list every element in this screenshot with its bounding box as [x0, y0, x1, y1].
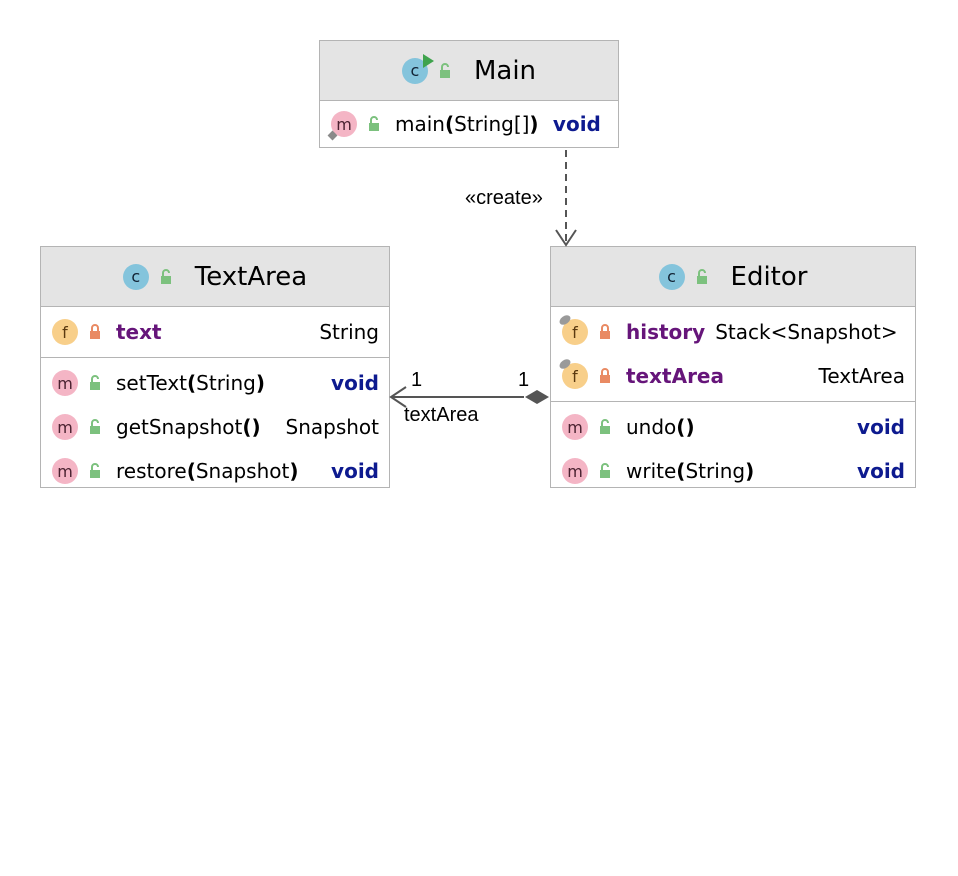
public-unlock-icon	[90, 419, 100, 434]
field-icon: f	[557, 313, 588, 345]
return-type: Snapshot	[285, 415, 380, 439]
class-header: c TextArea	[41, 247, 389, 307]
methods-section: m main(String[]) void	[320, 101, 618, 147]
method-name: getSnapshot	[116, 415, 243, 439]
composition-edge[interactable]	[389, 386, 549, 408]
method-name: setText	[116, 371, 188, 395]
field-signature: history Stack<Snapshot>	[626, 320, 905, 344]
method-row[interactable]: m write(String) void	[551, 449, 915, 493]
class-name: Main	[473, 55, 537, 86]
method-icon: m	[52, 370, 78, 396]
class-name: TextArea	[194, 261, 308, 292]
return-type: void	[857, 459, 905, 483]
multiplicity-target-label: 1	[411, 369, 423, 391]
field-name: text	[116, 320, 162, 344]
method-name: restore	[116, 459, 187, 483]
field-type: Stack<Snapshot>	[715, 320, 898, 344]
field-name: textArea	[626, 364, 724, 388]
fields-section: f history Stack<Snapshot> f textArea Text…	[551, 307, 915, 402]
method-row[interactable]: m getSnapshot() Snapshot	[41, 405, 389, 449]
create-stereotype-label: «create»	[465, 187, 543, 209]
private-lock-icon	[90, 324, 100, 339]
class-main[interactable]: c Main m main(String[]) void	[319, 40, 619, 148]
method-signature: undo()	[626, 415, 695, 439]
method-name: write	[626, 459, 677, 483]
class-editor[interactable]: c Editor f history Stack<Snapshot> f text…	[550, 246, 916, 488]
composition-diamond-icon	[525, 390, 549, 404]
method-row[interactable]: m restore(Snapshot) void	[41, 449, 389, 493]
class-header: c Editor	[551, 247, 915, 307]
public-unlock-icon	[160, 268, 171, 284]
run-arrow-icon	[422, 53, 434, 68]
class-icon: c	[401, 53, 434, 84]
method-signature: write(String)	[626, 459, 755, 483]
class-textarea[interactable]: c TextArea f text String m setText(Strin…	[40, 246, 390, 488]
dependency-create-edge[interactable]	[555, 150, 577, 247]
method-params: String	[196, 371, 256, 395]
method-signature: restore(Snapshot)	[116, 459, 299, 483]
class-icon: c	[658, 263, 685, 290]
method-signature: main(String[]) void	[395, 112, 601, 136]
field-name: history	[626, 320, 706, 344]
return-type: void	[552, 112, 601, 136]
method-name: undo	[626, 415, 677, 439]
method-signature: getSnapshot()	[116, 415, 261, 439]
method-signature: setText(String)	[116, 371, 265, 395]
method-row[interactable]: m undo() void	[551, 405, 915, 449]
return-type: void	[857, 415, 905, 439]
field-type: String	[319, 320, 379, 344]
method-params: Snapshot	[195, 459, 290, 483]
method-icon: m	[52, 458, 78, 484]
public-unlock-icon	[90, 375, 100, 390]
method-name: main	[395, 112, 445, 136]
field-type: TextArea	[818, 364, 905, 388]
private-lock-icon	[600, 324, 610, 339]
field-row[interactable]: f history Stack<Snapshot>	[551, 310, 915, 354]
return-type: void	[331, 459, 379, 483]
public-unlock-icon	[600, 419, 610, 434]
method-params: String[]	[454, 112, 530, 136]
method-icon: m	[562, 414, 588, 440]
class-icon: c	[122, 263, 149, 290]
private-lock-icon	[600, 368, 610, 383]
method-params: String	[685, 459, 746, 483]
methods-section: m setText(String) void m getSnapshot() S…	[41, 358, 389, 496]
field-row[interactable]: f textArea TextArea	[551, 354, 915, 398]
method-row[interactable]: m setText(String) void	[41, 361, 389, 405]
method-row[interactable]: m main(String[]) void	[320, 104, 618, 144]
method-icon: m	[327, 111, 357, 141]
field-row[interactable]: f text String	[41, 310, 389, 354]
role-label: textArea	[404, 404, 479, 426]
public-unlock-icon	[90, 463, 100, 478]
method-icon: m	[562, 458, 588, 484]
multiplicity-source-label: 1	[518, 369, 530, 391]
class-name: Editor	[730, 261, 808, 292]
return-type: void	[331, 371, 379, 395]
public-unlock-icon	[696, 268, 707, 284]
methods-section: m undo() void m write(String) void	[551, 402, 915, 496]
class-header: c Main	[320, 41, 618, 101]
field-icon: f	[557, 357, 588, 389]
field-icon: f	[52, 319, 78, 345]
public-unlock-icon	[600, 463, 610, 478]
public-unlock-icon	[369, 116, 379, 131]
public-unlock-icon	[439, 62, 450, 78]
method-icon: m	[52, 414, 78, 440]
fields-section: f text String	[41, 307, 389, 358]
